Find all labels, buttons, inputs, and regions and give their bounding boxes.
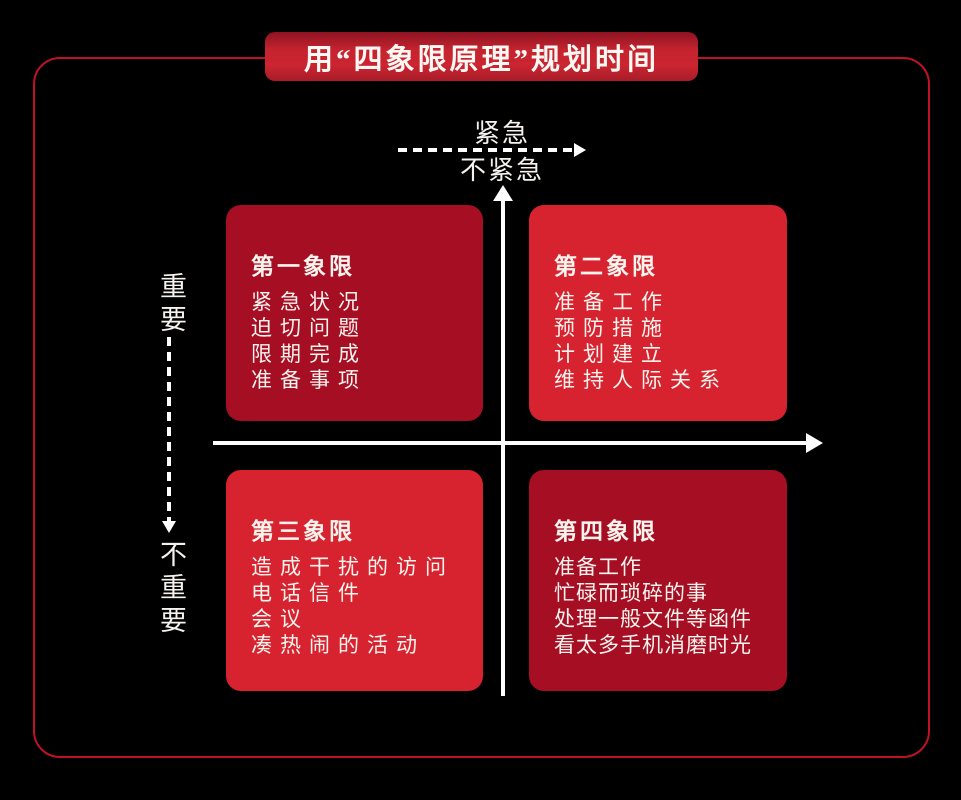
- quadrant-4-item: 处理一般文件等函件: [554, 607, 752, 631]
- not-important-label: 不重要: [156, 540, 186, 639]
- quadrant-4-card: 第四象限 准备工作 忙碌而琐碎的事 处理一般文件等函件 看太多手机消磨时光: [529, 470, 787, 691]
- important-label: 重要: [156, 272, 186, 338]
- quadrant-2-item: 维持人际关系: [554, 368, 728, 392]
- quadrant-4-item: 看太多手机消磨时光: [554, 633, 752, 657]
- quadrant-1-card: 第一象限 紧急状况 迫切问题 限期完成 准备事项: [226, 205, 483, 421]
- quadrant-1-item: 限期完成: [251, 342, 367, 366]
- quadrant-2-heading: 第二象限: [554, 254, 658, 279]
- urgent-label: 紧急: [473, 119, 530, 148]
- quadrant-2-item: 准备工作: [554, 290, 670, 314]
- quadrant-2-item: 预防措施: [554, 316, 670, 340]
- quadrant-3-heading: 第三象限: [251, 519, 355, 544]
- quadrant-4-item: 忙碌而琐碎的事: [554, 581, 708, 605]
- arrow-up-icon: [493, 185, 513, 201]
- quadrant-4-item: 准备工作: [554, 555, 642, 579]
- importance-dashed-arrow: [167, 337, 171, 521]
- arrow-down-icon: [162, 521, 176, 533]
- title-banner: 用“四象限原理”规划时间: [265, 32, 698, 81]
- quadrant-3-item: 凑热闹的活动: [251, 633, 425, 657]
- arrow-right-icon: [806, 433, 823, 453]
- arrow-right-icon: [574, 143, 586, 157]
- quadrant-4-heading: 第四象限: [554, 519, 658, 544]
- quadrant-1-item: 准备事项: [251, 368, 367, 392]
- quadrant-1-item: 紧急状况: [251, 290, 367, 314]
- quadrant-3-item: 电话信件: [251, 581, 367, 605]
- urgency-dashed-arrow: [398, 148, 574, 152]
- quadrant-3-item: 造成干扰的访问: [251, 555, 454, 579]
- quadrant-1-item: 迫切问题: [251, 316, 367, 340]
- quadrant-2-item: 计划建立: [554, 342, 670, 366]
- quadrant-1-heading: 第一象限: [251, 254, 355, 279]
- x-axis-line: [213, 441, 806, 445]
- quadrant-2-card: 第二象限 准备工作 预防措施 计划建立 维持人际关系: [529, 205, 787, 421]
- not-urgent-label: 不紧急: [459, 156, 544, 185]
- page-title: 用“四象限原理”规划时间: [303, 43, 659, 76]
- quadrant-3-card: 第三象限 造成干扰的访问 电话信件 会议 凑热闹的活动: [226, 470, 483, 691]
- quadrant-3-item: 会议: [251, 607, 309, 631]
- y-axis-line: [501, 199, 505, 696]
